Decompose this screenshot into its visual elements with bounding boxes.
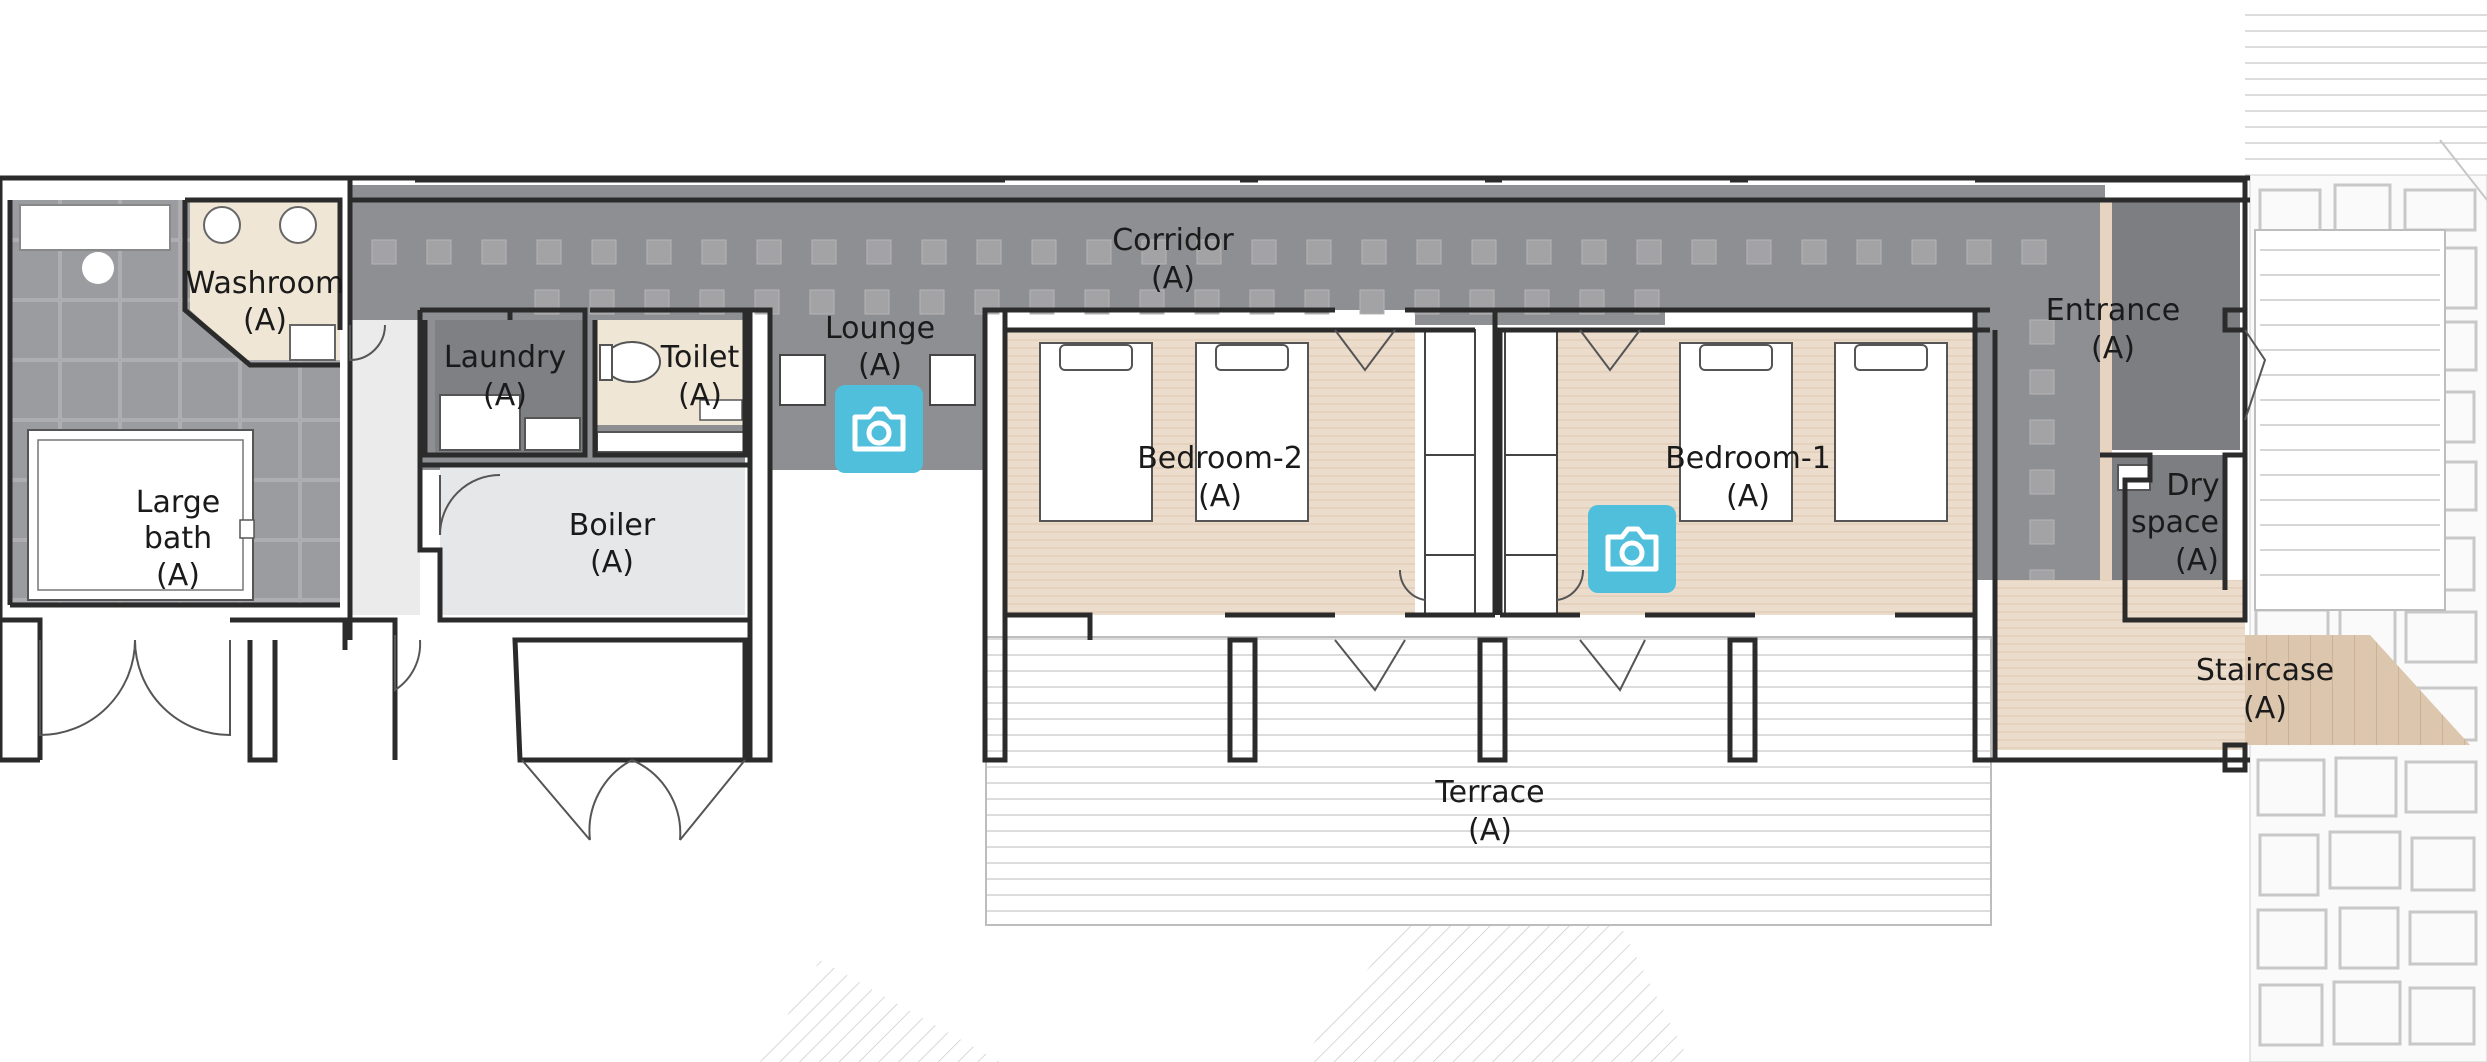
corridor-floor-tile [371,239,397,265]
doors [39,324,2267,841]
stone-path [2245,0,2487,1062]
label-laundry: Laundry [444,340,566,375]
corridor-floor-tile [1086,239,1112,265]
corridor-floor-tile [1251,239,1277,265]
label-boiler: Boiler [569,508,656,543]
label-washroom: Washroom [186,266,344,301]
corridor-floor-tile [1636,239,1662,265]
corridor-floor-tile [1801,239,1827,265]
corridor-floor-tile [426,239,452,265]
label-corridor: Corridor [1112,223,1234,258]
corridor-floor-tile [1196,239,1222,265]
corridor-floor-tile [1416,239,1442,265]
label-boiler-tag: (A) [590,545,634,580]
label-entrance-tag: (A) [2091,331,2135,366]
label-toilet: Toilet [660,340,740,375]
corridor-floor-tile [591,239,617,265]
label-lounge: Lounge [825,311,935,346]
corridor-floor-tile [1746,239,1772,265]
label-staircase: Staircase [2196,653,2334,688]
corridor-floor-tile [2029,519,2055,545]
corridor-floor-tile [976,239,1002,265]
corridor-floor-tile [1581,239,1607,265]
label-entrance: Entrance [2046,293,2180,328]
bedroom-2 [1005,329,1476,616]
label-washroom-tag: (A) [243,303,287,338]
camera-icon [1605,526,1659,572]
corridor-floor-tile [1361,239,1387,265]
camera-marker-lounge[interactable] [835,385,923,473]
corridor-floor-tile [1691,239,1717,265]
corridor-floor-tile [1141,239,1167,265]
label-bedroom-1: Bedroom-1 [1665,441,1831,476]
corridor-floor-tile [536,239,562,265]
corridor-floor-tile [1306,239,1332,265]
boiler-room [350,320,745,615]
corridor-floor-tile [756,239,782,265]
corridor-floor-tile [1966,239,1992,265]
corridor-floor-tile [701,239,727,265]
corridor-floor-tile [2021,239,2047,265]
corridor-floor-tile [921,239,947,265]
corridor-floor-tile [2029,419,2055,445]
label-large-bath-2: bath [144,521,212,556]
corridor-floor-tile [481,239,507,265]
toilet-room [595,320,748,453]
staircase-floor [1995,200,2470,750]
label-large-bath-tag: (A) [156,558,200,593]
corridor-floor-tile [1856,239,1882,265]
corridor-floor-tile [1031,239,1057,265]
terrace [985,636,1992,926]
label-terrace: Terrace [1434,775,1544,810]
label-dry-space-tag: (A) [2175,543,2219,578]
corridor-floor-tile [811,239,837,265]
corridor-floor-tile [2029,319,2055,345]
label-staircase-tag: (A) [2243,691,2287,726]
room-labels: Washroom (A) Large bath (A) Laundry (A) … [136,223,2334,848]
washroom [190,200,340,361]
corridor-floor-tile [864,289,890,315]
label-bedroom-1-tag: (A) [1726,479,1770,514]
label-large-bath-1: Large [136,485,220,520]
laundry-room [435,320,585,455]
corridor-floor-tile [919,289,945,315]
corridor-floor-tile [1526,239,1552,265]
label-toilet-tag: (A) [678,378,722,413]
corridor-floor-tile [866,239,892,265]
corridor-floor-tile [1911,239,1937,265]
label-bedroom-2-tag: (A) [1198,479,1242,514]
label-lounge-tag: (A) [858,348,902,383]
corridor-floor-tile [1471,239,1497,265]
roof-hatch [760,139,2487,1062]
corridor-floor-tile [809,289,835,315]
label-laundry-tag: (A) [483,378,527,413]
camera-marker-bedroom-1[interactable] [1588,505,1676,593]
bedroom-1 [1504,329,1975,616]
corridor [350,185,2105,615]
camera-icon [852,406,906,452]
label-dry-space-2: space [2131,505,2219,540]
walls [0,175,2250,773]
entrance-floor [2110,200,2240,450]
lounge [779,354,976,406]
corridor-floor-tile [2029,469,2055,495]
label-terrace-tag: (A) [1468,813,1512,848]
label-dry-space-1: Dry [2166,468,2219,503]
label-bedroom-2: Bedroom-2 [1137,441,1303,476]
corridor-floor-tile [646,239,672,265]
corridor-floor-tile [2029,369,2055,395]
label-corridor-tag: (A) [1151,261,1195,296]
corridor-floor-tile [1359,289,1385,315]
